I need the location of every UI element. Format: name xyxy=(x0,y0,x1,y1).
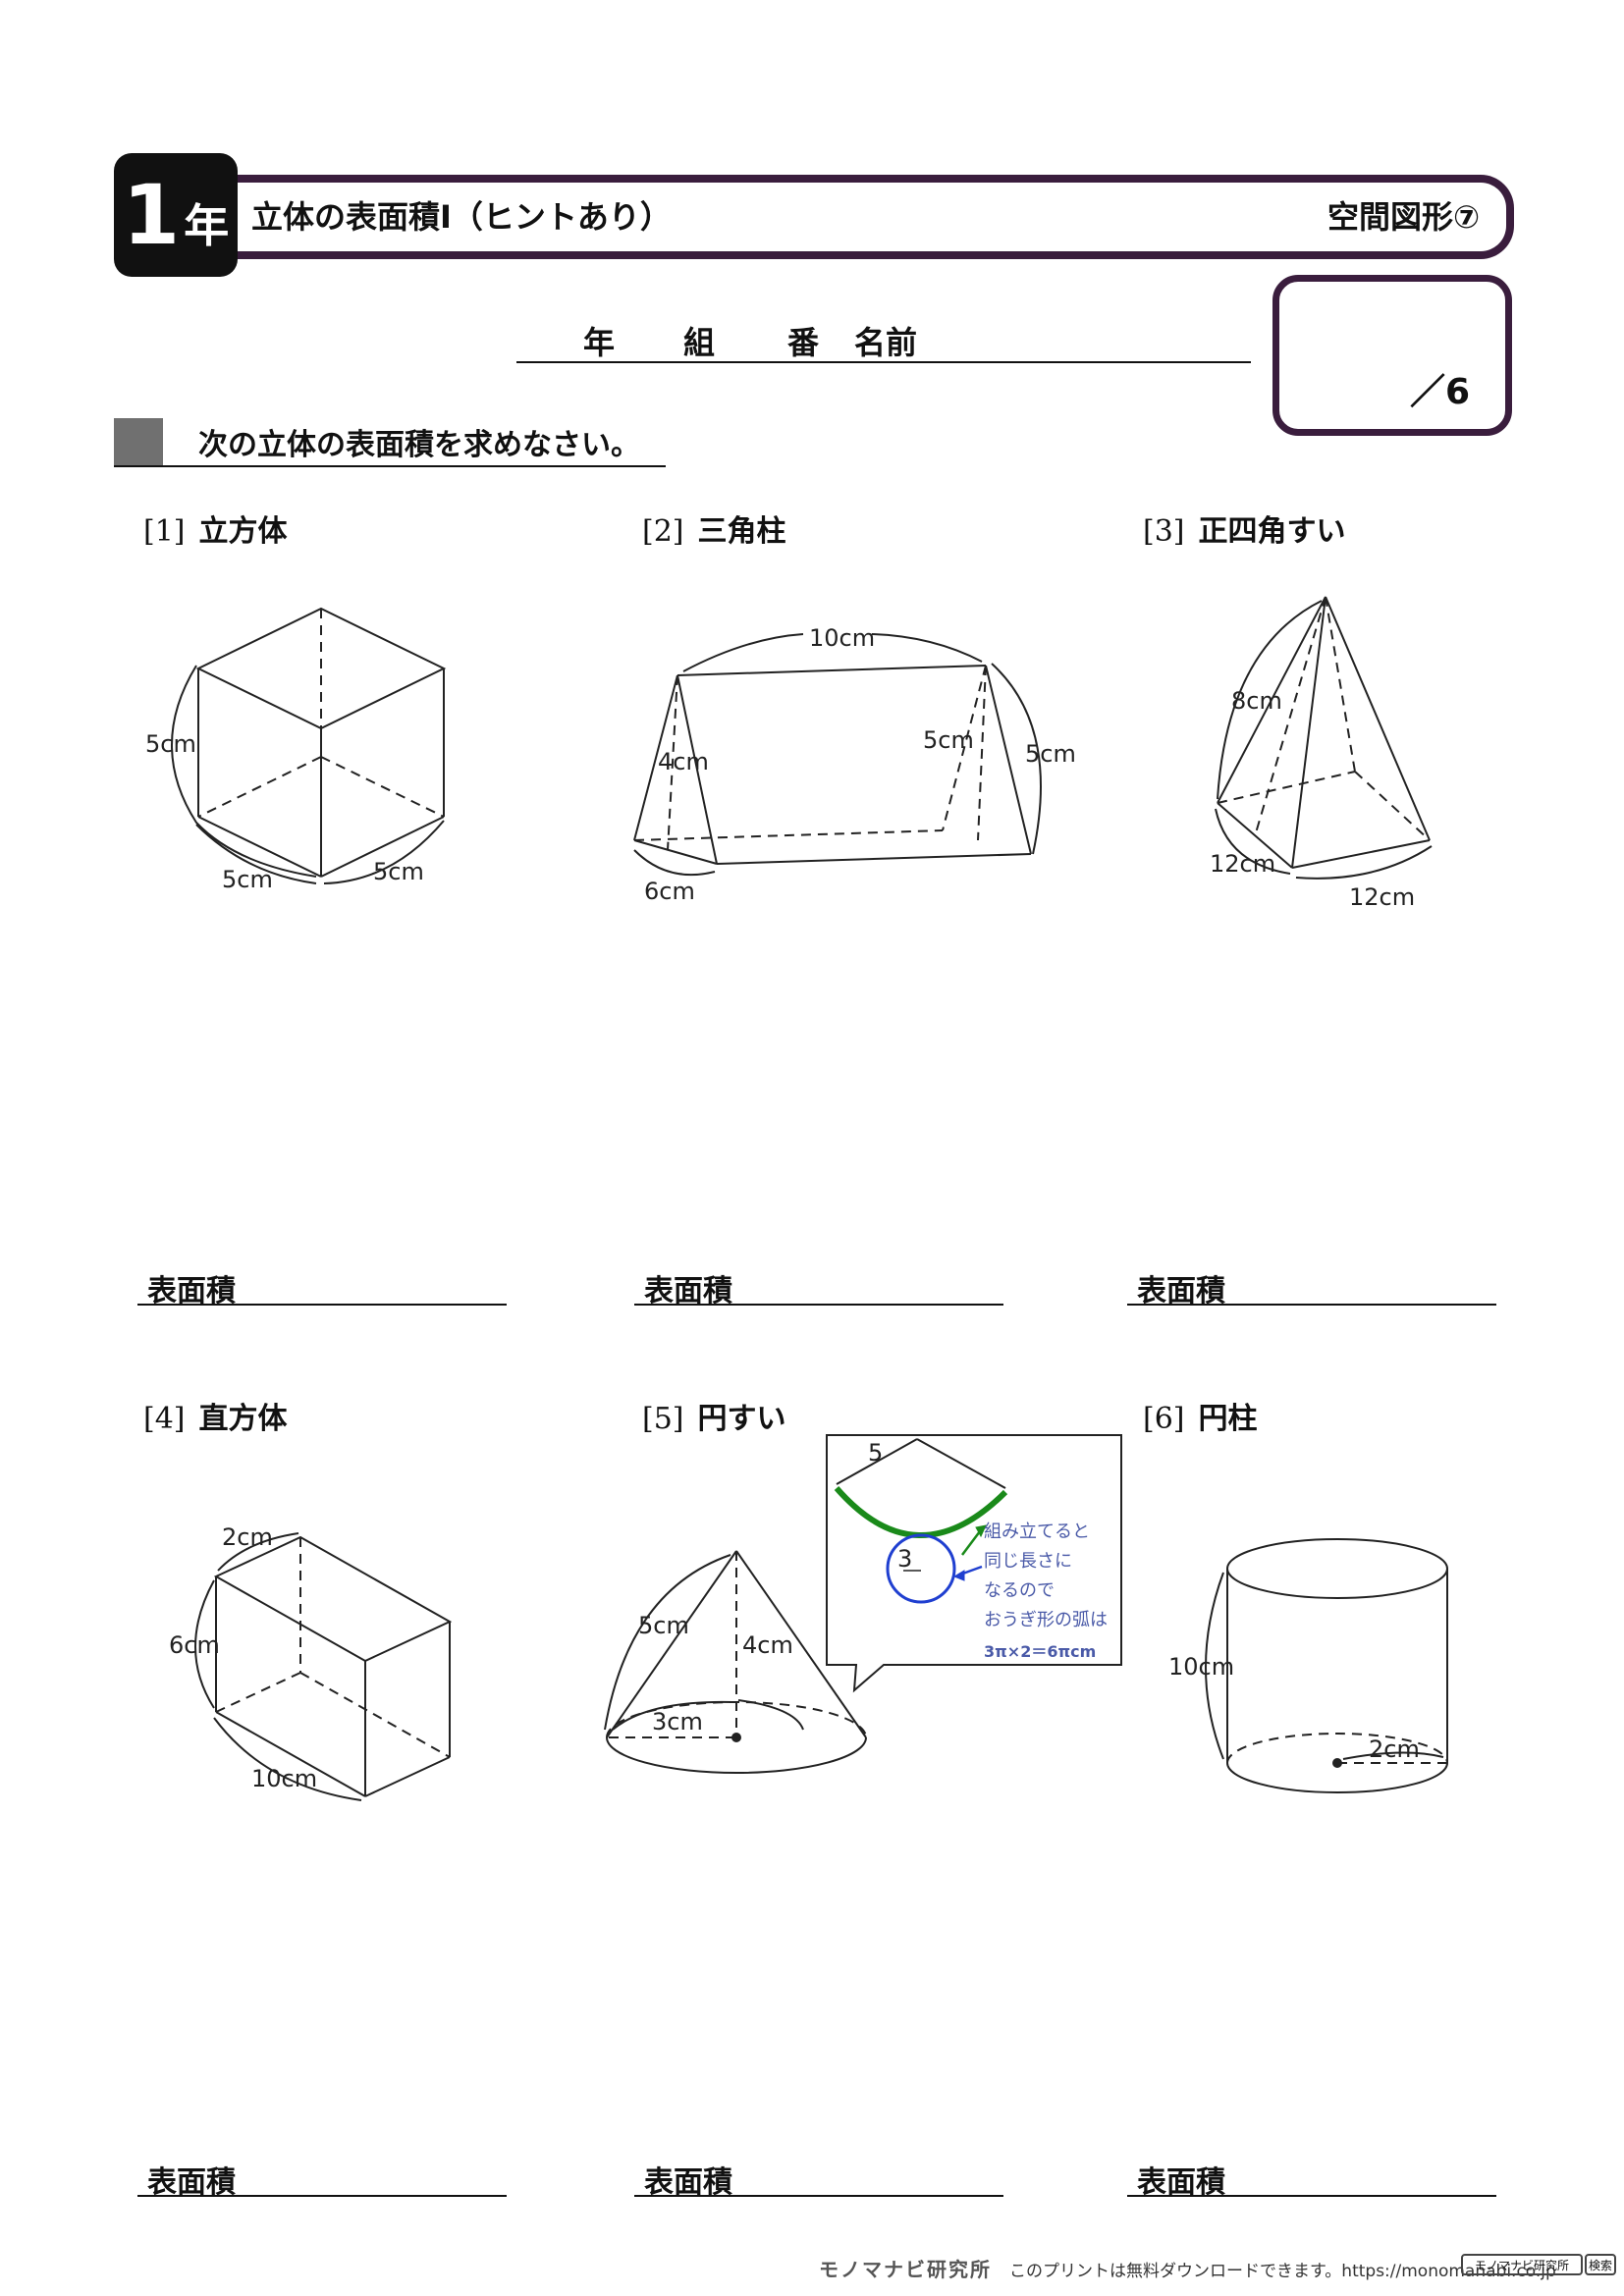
worksheet-title: 立体の表面積Ⅰ（ヒントあり） xyxy=(251,198,672,236)
hint-line-4: おうぎ形の弧は xyxy=(984,1610,1108,1630)
hint-line-3: なるので xyxy=(984,1580,1055,1601)
cube-height-label: 5cm xyxy=(145,730,196,758)
score-box[interactable] xyxy=(1272,275,1512,436)
cube-width-label: 5cm xyxy=(373,858,424,885)
name-row[interactable]: 年 組 番 名前 xyxy=(516,318,1251,363)
ban-label: 番 xyxy=(787,324,820,361)
score-total: ／6 xyxy=(1410,372,1471,412)
prism-side-outer-label: 5cm xyxy=(1025,740,1076,768)
answer-field-3[interactable]: 表面積 xyxy=(1127,1270,1496,1308)
answer-field-4[interactable]: 表面積 xyxy=(137,2162,507,2200)
grade-number: 1 xyxy=(122,167,181,263)
cuboid-width-label: 10cm xyxy=(251,1765,317,1792)
pyramid-base-right-label: 12cm xyxy=(1349,883,1415,911)
figure-cube xyxy=(171,607,447,884)
cuboid-height-label: 6cm xyxy=(169,1631,220,1659)
cylinder-radius-label: 2cm xyxy=(1369,1735,1420,1763)
kumi-label: 組 xyxy=(683,324,716,361)
prism-length-label: 10cm xyxy=(809,624,875,652)
prism-height-label: 4cm xyxy=(658,748,709,775)
figure-cone xyxy=(604,1550,867,1774)
instruction-underline xyxy=(114,465,666,467)
hint-formula: 3π×2＝6πcm xyxy=(984,1642,1096,1661)
answer-field-6[interactable]: 表面積 xyxy=(1127,2162,1496,2200)
footer-brand-logo: モノマナビ研究所 xyxy=(819,2258,992,2281)
grade-suffix: 年 xyxy=(184,199,230,252)
unit-label: 空間図形⑦ xyxy=(1327,198,1481,236)
answer-field-2[interactable]: 表面積 xyxy=(634,1270,1003,1308)
hint-line-1: 組み立てると xyxy=(984,1522,1090,1542)
hint-callout xyxy=(826,1434,1122,1693)
figure-triangular-prism xyxy=(633,633,1042,877)
prism-side-inner-label: 5cm xyxy=(923,726,974,754)
pyramid-base-left-label: 12cm xyxy=(1210,850,1275,878)
instruction-marker xyxy=(114,418,163,467)
question-5-label: [5]円すい xyxy=(642,1402,786,1436)
cone-height-label: 4cm xyxy=(742,1631,793,1659)
question-6-label: [6]円柱 xyxy=(1143,1402,1258,1436)
hint-line-2: 同じ長さに xyxy=(984,1551,1072,1572)
question-3-label: [3]正四角すい xyxy=(1143,514,1346,549)
cone-slant-label: 5cm xyxy=(638,1612,689,1639)
hint-sector-radius-label: 5 xyxy=(868,1439,883,1467)
title-band xyxy=(222,175,1514,259)
hint-circle-radius-label: 3 xyxy=(897,1545,912,1573)
figure-cylinder xyxy=(1205,1538,1448,1793)
nen-label: 年 xyxy=(583,324,616,361)
figure-square-pyramid xyxy=(1215,596,1433,880)
cube-depth-label: 5cm xyxy=(222,866,273,893)
grade-badge: 1 年 xyxy=(114,153,238,277)
cuboid-depth-label: 2cm xyxy=(222,1523,273,1551)
name-label: 名前 xyxy=(854,324,918,361)
answer-field-1[interactable]: 表面積 xyxy=(137,1270,507,1308)
cone-radius-label: 3cm xyxy=(652,1708,703,1735)
pyramid-slant-label: 8cm xyxy=(1231,687,1282,715)
prism-base-label: 6cm xyxy=(644,878,695,905)
instruction-text: 次の立体の表面積を求めなさい。 xyxy=(198,428,640,462)
question-1-label: [1]立方体 xyxy=(143,514,288,549)
answer-field-5[interactable]: 表面積 xyxy=(634,2162,1003,2200)
footer-search-button[interactable]: 検索 xyxy=(1585,2254,1616,2275)
question-2-label: [2]三角柱 xyxy=(642,514,786,549)
footer: モノマナビ研究所このプリントは無料ダウンロードできます。https://mono… xyxy=(819,2254,1556,2282)
figure-rectangular-prism xyxy=(194,1532,453,1801)
cylinder-height-label: 10cm xyxy=(1168,1653,1234,1681)
footer-search-box[interactable]: モノマナビ研究所 xyxy=(1461,2254,1583,2275)
question-4-label: [4]直方体 xyxy=(143,1402,288,1436)
footer-text[interactable]: このプリントは無料ダウンロードできます。https://monomanabi.c… xyxy=(1009,2262,1556,2281)
